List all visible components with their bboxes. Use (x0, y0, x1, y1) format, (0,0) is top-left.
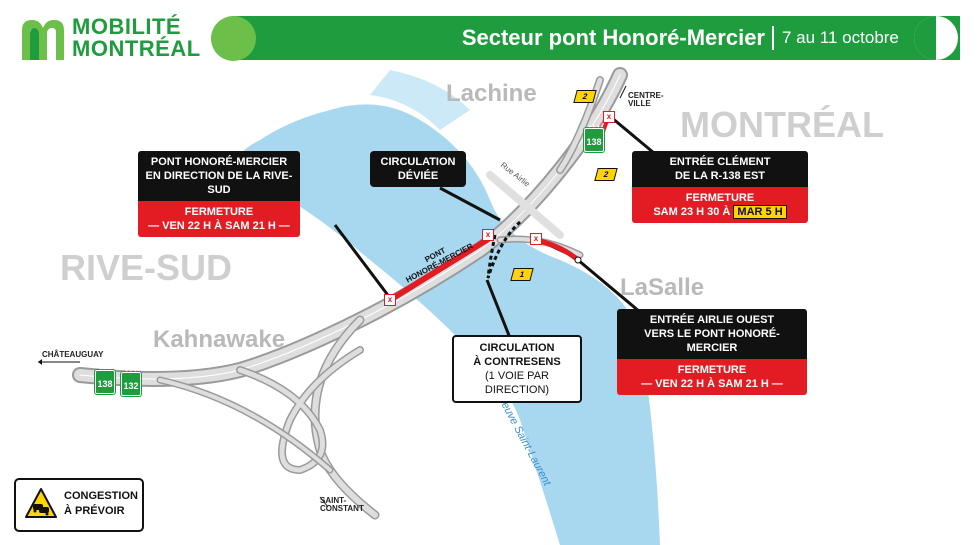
callout-status: FERMETURE (184, 206, 254, 218)
callout-title-line1: ENTRÉE CLÉMENT (669, 156, 771, 168)
place-centre-ville: CENTRE- VILLE (628, 91, 664, 108)
highway-roads (72, 67, 628, 520)
place-rive-sud: RIVE-SUD (60, 247, 233, 288)
bridge-closure-line (387, 235, 493, 303)
river-shape (237, 104, 660, 545)
closure-marker-icon: x (482, 229, 494, 241)
legend-line1: CONGESTION (64, 490, 138, 502)
callout-airlie: ENTRÉE AIRLIE OUEST VERS LE PONT HONORÉ-… (617, 309, 807, 395)
logo-text-line2: MONTRÉAL (72, 36, 201, 61)
closure-marker-icon: x (603, 111, 615, 123)
route-132-shield-icon: 132 (121, 366, 141, 396)
closure-marker-icon: x (530, 233, 542, 245)
exit-2-sign: 2 (573, 90, 597, 103)
place-kahnawake: Kahnawake (153, 326, 286, 353)
logo-text-line1: MOBILITÉ (72, 14, 182, 39)
callout-line2: À CONTRESENS (473, 356, 561, 368)
saint-constant-arrow (319, 496, 329, 508)
date-range: 7 au 11 octobre (782, 28, 899, 47)
header-separator (772, 26, 774, 50)
callout-title-line2: VERS LE PONT HONORÉ-MERCIER (644, 328, 780, 354)
place-lachine: Lachine (446, 80, 537, 107)
callout-bridge-south: PONT HONORÉ-MERCIER EN DIRECTION DE LA R… (138, 151, 300, 237)
callout-time: SAM 23 H 30 À (653, 206, 731, 218)
exit-1-sign: 1 (510, 268, 534, 281)
callout-title-line2: EN DIRECTION DE LA RIVE-SUD (145, 170, 293, 196)
callout-time: — VEN 22 H À SAM 21 H — (641, 378, 783, 390)
detour-dashed-path (486, 220, 522, 279)
exit-2-sign: 2 (594, 168, 618, 181)
callout-clement: ENTRÉE CLÉMENT DE LA R-138 EST FERMETURE… (632, 151, 808, 223)
header-bar (232, 16, 960, 60)
legend-line2: À PRÉVOIR (64, 505, 125, 517)
callout-title-line1: ENTRÉE AIRLIE OUEST (649, 314, 775, 326)
mobilite-montreal-logo-icon (18, 16, 68, 67)
airlie-point (574, 256, 582, 264)
callout-title-line1: PONT HONORÉ-MERCIER (150, 156, 288, 168)
callout-line3: (1 VOIE PAR DIRECTION) (484, 370, 550, 396)
callout-time: — VEN 22 H À SAM 21 H — (148, 220, 290, 232)
place-montreal: MONTRÉAL (680, 104, 884, 145)
route-138-shield-icon: 138 (584, 122, 604, 152)
callout-detour: CIRCULATION DÉVIÉE (370, 151, 466, 187)
callout-line2: DÉVIÉE (397, 170, 439, 182)
callout-title-line2: DE LA R-138 EST (674, 170, 766, 182)
place-chateauguay: CHÂTEAUGUAY (42, 350, 104, 359)
car-congestion-warning-icon (24, 487, 58, 521)
header-circle-accent (211, 16, 256, 61)
place-lasalle: LaSalle (620, 274, 705, 301)
callout-line1: CIRCULATION (479, 342, 555, 354)
header-end-circle (914, 16, 958, 60)
closure-marker-icon: x (384, 294, 396, 306)
page-title: Secteur pont Honoré-Mercier (461, 25, 765, 50)
callout-status: FERMETURE (685, 192, 755, 204)
centre-ville-arrow (619, 85, 627, 99)
callout-status: FERMETURE (677, 364, 747, 376)
river-shape-upper (370, 70, 470, 130)
callout-line1: CIRCULATION (380, 156, 456, 168)
callout-contraflow: CIRCULATION À CONTRESENS (1 VOIE PAR DIR… (452, 335, 582, 403)
callout-time-highlight: MAR 5 H (733, 205, 787, 219)
legend-box: CONGESTION À PRÉVOIR (14, 478, 144, 532)
route-138-shield-icon: 138 (95, 364, 115, 394)
place-saint-constant: SAINT- CONSTANT (320, 496, 364, 513)
